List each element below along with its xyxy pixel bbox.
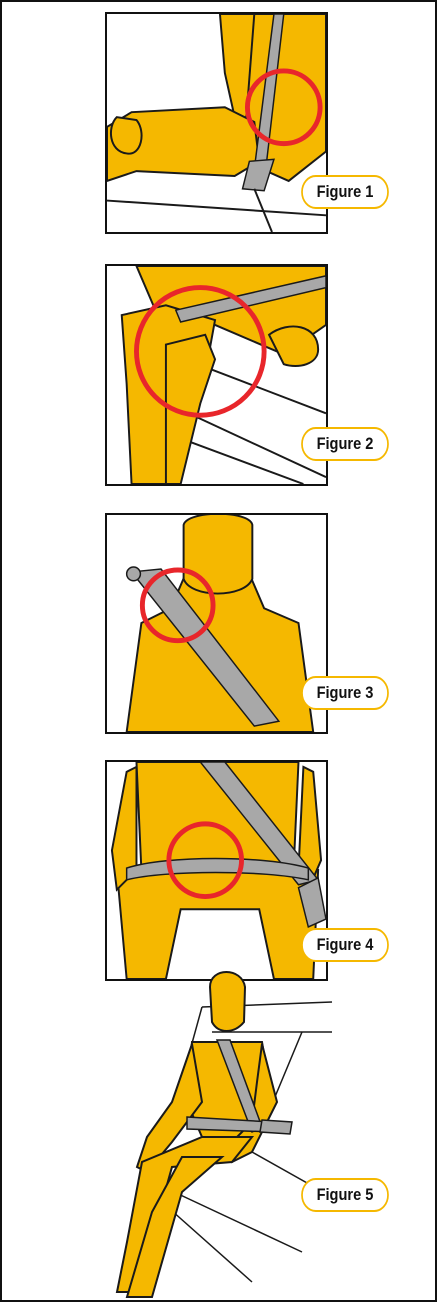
figure-2-panel: [105, 264, 328, 486]
figure-3-label: Figure 3: [301, 676, 389, 710]
figure-2-label: Figure 2: [301, 427, 389, 461]
figure-1-panel: [105, 12, 328, 234]
figure-4-label: Figure 4: [301, 928, 389, 962]
figure-5-illustration: [102, 962, 342, 1302]
figure-3-panel: [105, 513, 328, 734]
figure-4-illustration: [107, 762, 326, 979]
figure-5-label: Figure 5: [301, 1178, 389, 1212]
figure-1-illustration: [107, 14, 326, 232]
figure-2-illustration: [107, 266, 326, 484]
figure-4-panel: [105, 760, 328, 981]
figure-3-illustration: [107, 515, 326, 732]
figure-1-label: Figure 1: [301, 175, 389, 209]
